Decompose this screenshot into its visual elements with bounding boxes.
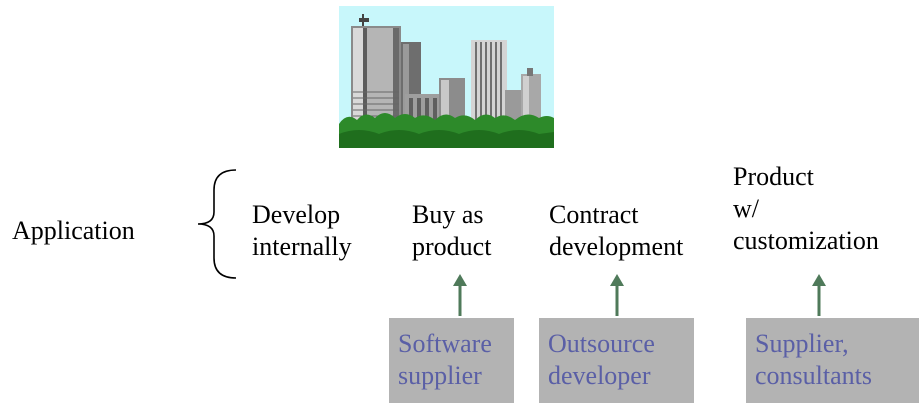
up-arrow-icon: [610, 274, 624, 316]
up-arrow-icon: [453, 274, 467, 316]
option-buy-as-product: Buy as product: [412, 200, 492, 261]
option-contract-development: Contract development: [549, 200, 684, 261]
left-brace-icon: [197, 169, 237, 279]
up-arrow-icon: [812, 274, 826, 316]
outsource-developer-box: Outsource developer: [539, 318, 694, 403]
application-label: Application: [12, 216, 135, 245]
option-develop-internally: Develop internally: [252, 200, 352, 261]
software-supplier-box: Software supplier: [389, 318, 514, 403]
supplier-consultants-box: Supplier, consultants: [746, 318, 919, 403]
option-product-with-customization: Product w/ customization: [733, 162, 879, 255]
city-buildings-icon: [339, 6, 554, 148]
